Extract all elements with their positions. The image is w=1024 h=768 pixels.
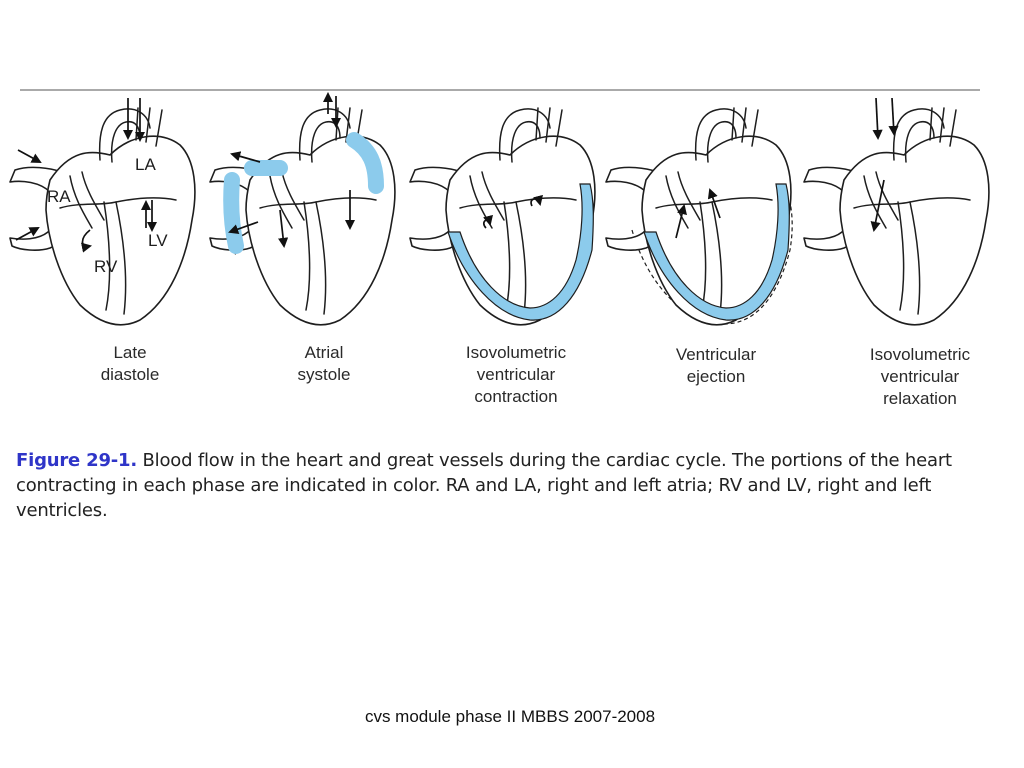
phase-caption-line: ventricular: [476, 365, 556, 384]
phase-caption-line: ejection: [686, 367, 746, 386]
panel-isovolumetric-contraction: [409, 107, 596, 326]
panel-isovolumetric-relaxation: [803, 97, 990, 326]
phase-caption-line: Isovolumetric: [869, 345, 971, 364]
phase-caption-line: diastole: [100, 365, 160, 384]
phase-caption-isovolumetric-contraction: Isovolumetric ventricular contraction: [446, 342, 586, 408]
phase-caption-line: ventricular: [880, 367, 960, 386]
panel-ventricular-ejection: [605, 107, 793, 326]
slide-footer: cvs module phase II MBBS 2007-2008: [364, 707, 656, 726]
label-la: LA: [135, 155, 156, 174]
phase-caption-isovolumetric-relaxation: Isovolumetric ventricular relaxation: [850, 344, 990, 410]
label-lv: LV: [148, 231, 168, 250]
phase-caption-late-diastole: Late diastole: [60, 342, 200, 386]
label-ra: RA: [47, 187, 71, 206]
phase-caption-line: systole: [297, 365, 351, 384]
phase-caption-line: contraction: [474, 387, 558, 406]
phase-caption-atrial-systole: Atrial systole: [254, 342, 394, 386]
figure-caption-text: Blood flow in the heart and great vessel…: [16, 450, 952, 521]
phase-caption-line: Late: [113, 343, 147, 362]
label-rv: RV: [94, 257, 118, 276]
phase-caption-line: Atrial: [304, 343, 344, 362]
phase-caption-line: Isovolumetric: [465, 343, 567, 362]
panel-atrial-systole: [209, 91, 396, 326]
phase-caption-ventricular-ejection: Ventricular ejection: [646, 344, 786, 388]
figure-caption: Figure 29-1. Blood flow in the heart and…: [16, 448, 966, 523]
figure-label: Figure 29-1.: [16, 450, 137, 471]
panel-late-diastole: RA LA RV LV: [9, 98, 196, 326]
phase-caption-line: Ventricular: [675, 345, 757, 364]
cardiac-cycle-figure: RA LA RV LV: [9, 89, 990, 326]
phase-caption-line: relaxation: [883, 389, 957, 408]
